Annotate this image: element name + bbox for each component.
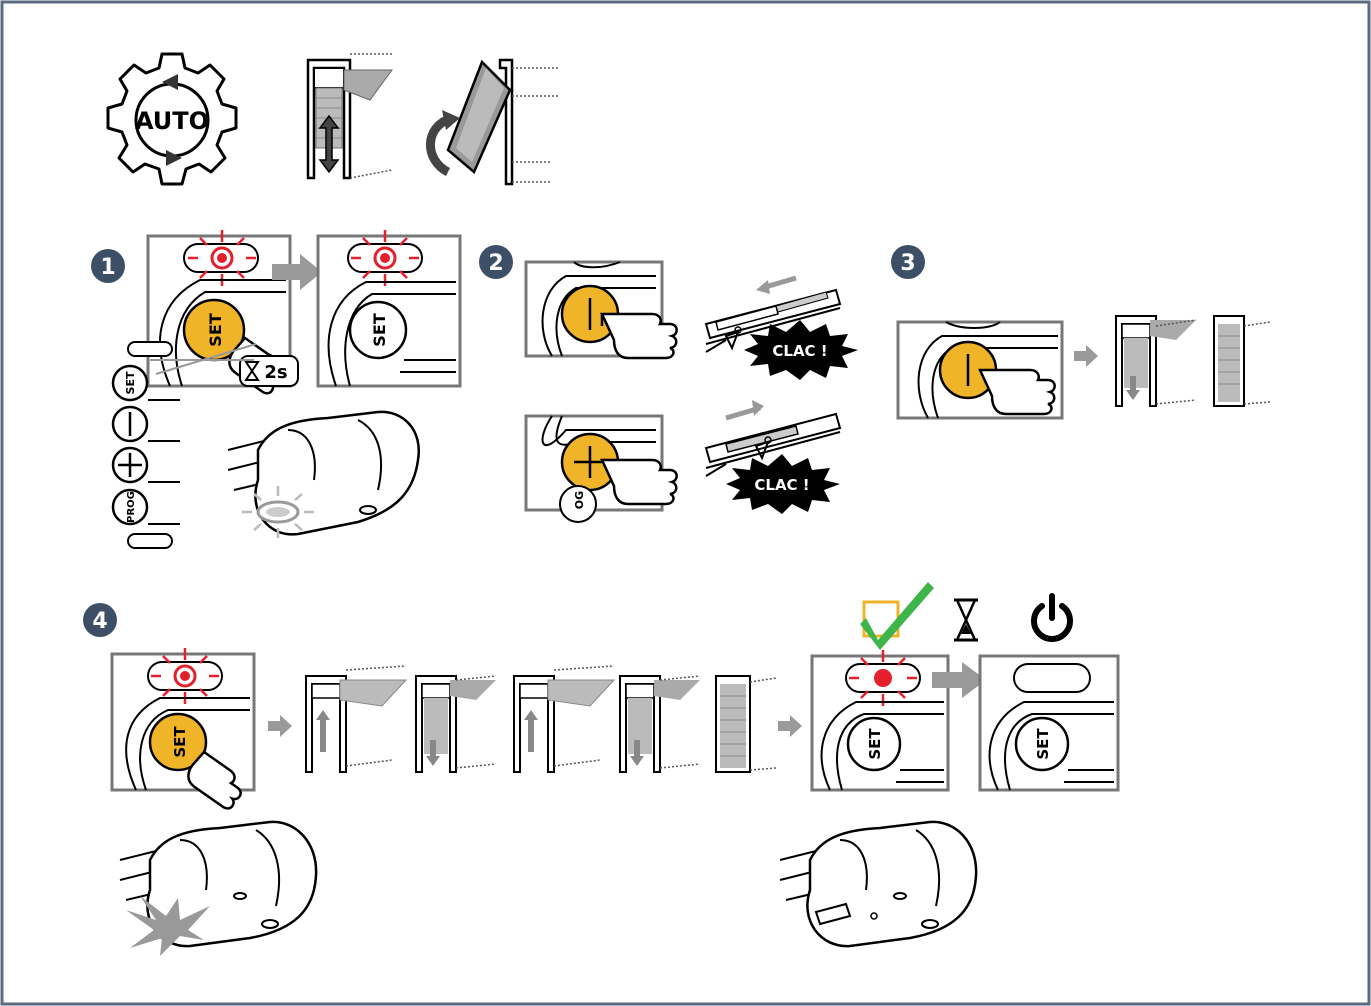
motor-unit-icon <box>780 822 976 946</box>
svg-text:SET: SET <box>206 313 225 346</box>
step-2-panel-plus: OG <box>526 416 677 522</box>
door-closing-icon <box>1116 316 1196 406</box>
svg-text:CLAC !: CLAC ! <box>772 342 827 360</box>
door-closing-icon <box>620 676 700 772</box>
arrow-right-icon <box>778 715 802 737</box>
svg-text:3: 3 <box>900 251 915 276</box>
step-1-badge: 1 <box>91 249 125 283</box>
svg-text:OG: OG <box>573 491 586 509</box>
hourglass-icon <box>954 600 978 640</box>
svg-text:4: 4 <box>92 609 107 634</box>
svg-text:SET: SET <box>171 726 189 758</box>
door-up-down-icon <box>308 54 392 178</box>
check-icon <box>860 582 934 650</box>
svg-text:PROG: PROG <box>126 491 137 523</box>
step-2-panel-minus <box>526 262 677 358</box>
door-tilt-icon <box>430 60 560 184</box>
svg-text:SET: SET <box>124 371 137 394</box>
arrow-right-icon <box>1074 345 1098 367</box>
svg-text:SET: SET <box>866 728 884 760</box>
door-open-icon <box>306 666 406 772</box>
step-4-panel-off: SET <box>980 656 1118 790</box>
step-4-panel-confirm: SET <box>812 650 948 790</box>
svg-text:SET: SET <box>370 313 389 346</box>
step-1-panel-result: SET <box>318 230 460 386</box>
svg-text:CLAC !: CLAC ! <box>754 476 809 494</box>
step-4-badge: 4 <box>83 603 117 637</box>
step-4-panel-press: SET <box>112 648 254 811</box>
auto-label: AUTO <box>135 107 209 135</box>
door-closing-icon <box>416 676 496 772</box>
svg-text:SET: SET <box>1034 728 1052 760</box>
door-closed-icon <box>716 676 776 772</box>
motor-unit-icon <box>228 412 419 538</box>
auto-gear-icon: AUTO <box>108 54 236 184</box>
step-2-badge: 2 <box>479 245 513 279</box>
arrow-right-icon <box>268 715 292 737</box>
door-open-icon <box>514 666 614 772</box>
door-closed-icon <box>1214 316 1270 406</box>
clac-burst: CLAC ! <box>726 454 840 514</box>
svg-text:2: 2 <box>488 251 503 276</box>
power-icon <box>1034 596 1070 639</box>
svg-text:1: 1 <box>100 255 115 280</box>
svg-text:2s: 2s <box>264 362 287 383</box>
step-1-panel-press: SET 2s <box>148 230 298 396</box>
motor-unit-icon <box>120 822 316 956</box>
step-3-badge: 3 <box>891 245 925 279</box>
step-3-panel-minus <box>898 322 1062 418</box>
